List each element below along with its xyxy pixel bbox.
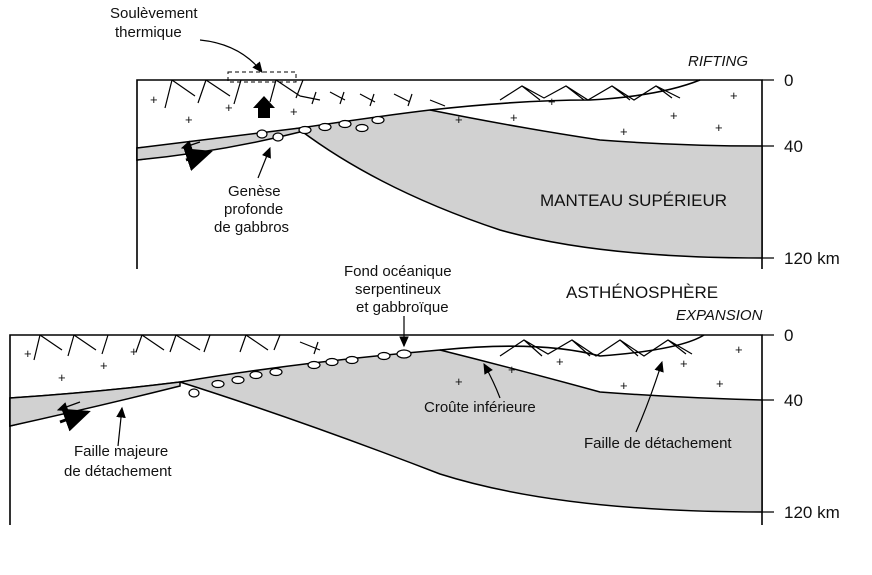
svg-text:+: +	[455, 112, 463, 127]
svg-text:+: +	[100, 358, 108, 373]
svg-text:+: +	[680, 356, 688, 371]
svg-text:+: +	[715, 120, 723, 135]
expansion-mode-label: EXPANSION	[676, 307, 763, 324]
expansion-mantle-shape	[10, 350, 762, 512]
svg-text:+: +	[455, 374, 463, 389]
rifting-panel: + + + + + + + + + + + Soulèvement thermique RIF…	[110, 5, 840, 269]
svg-text:+: +	[620, 378, 628, 393]
expansion-left-sliver	[10, 382, 180, 426]
major-fault-label-line2: de détachement	[64, 463, 172, 480]
svg-text:+: +	[716, 376, 724, 391]
top-depth-120: 120 km	[784, 249, 840, 268]
uplift-label-line2: thermique	[115, 24, 182, 41]
expansion-panel: + + + + + + + + + + + EXPANSION Croûte inférieu…	[10, 307, 840, 525]
svg-text:+: +	[508, 362, 516, 377]
top-depth-0: 0	[784, 71, 793, 90]
top-depth-40: 40	[784, 137, 803, 156]
svg-text:+: +	[24, 346, 32, 361]
uplift-arrow-icon	[253, 96, 275, 118]
major-fault-pointer-arrow	[118, 408, 122, 446]
seafloor-label-line2: serpentineux	[355, 281, 441, 298]
crust-base-line	[430, 80, 700, 110]
bottom-depth-40: 40	[784, 391, 803, 410]
svg-text:+: +	[185, 112, 193, 127]
svg-text:+: +	[556, 354, 564, 369]
svg-text:+: +	[670, 108, 678, 123]
top-depth-ticks	[762, 80, 774, 258]
gabbro-pointer-arrow	[258, 148, 270, 178]
svg-text:+: +	[735, 342, 743, 357]
bottom-depth-0: 0	[784, 326, 793, 345]
expansion-crust-base	[440, 335, 704, 356]
lower-crust-label: Croûte inférieure	[424, 399, 536, 416]
asthenosphere-label: ASTHÉNOSPHÈRE	[566, 283, 718, 302]
svg-text:+: +	[58, 370, 66, 385]
expansion-tilted-blocks	[34, 335, 320, 360]
seafloor-label-line1: Fond océanique	[344, 263, 452, 280]
gabbro-label-line2: profonde	[224, 201, 283, 218]
gabbro-label-line3: de gabbros	[214, 219, 289, 236]
uplift-pointer-arrow	[200, 40, 262, 72]
upper-mantle-label: MANTEAU SUPÉRIEUR	[540, 191, 727, 210]
gabbro-label-line1: Genèse	[228, 183, 281, 200]
bottom-depth-ticks	[762, 335, 774, 512]
rifting-mode-label: RIFTING	[688, 53, 748, 70]
svg-text:+: +	[510, 110, 518, 125]
seafloor-label-line3: et gabbroïque	[356, 299, 449, 316]
major-fault-label-line1: Faille majeure	[74, 443, 168, 460]
svg-text:+: +	[548, 94, 556, 109]
uplift-label-line1: Soulèvement	[110, 5, 198, 22]
svg-text:+: +	[225, 100, 233, 115]
svg-text:+: +	[290, 104, 298, 119]
left-crust-sliver	[137, 128, 300, 160]
bottom-depth-120: 120 km	[784, 503, 840, 522]
svg-text:+: +	[730, 88, 738, 103]
svg-text:+: +	[130, 344, 138, 359]
tilted-blocks-left	[165, 80, 445, 108]
svg-text:+: +	[620, 124, 628, 139]
svg-text:+: +	[150, 92, 158, 107]
detachment-label: Faille de détachement	[584, 435, 732, 452]
